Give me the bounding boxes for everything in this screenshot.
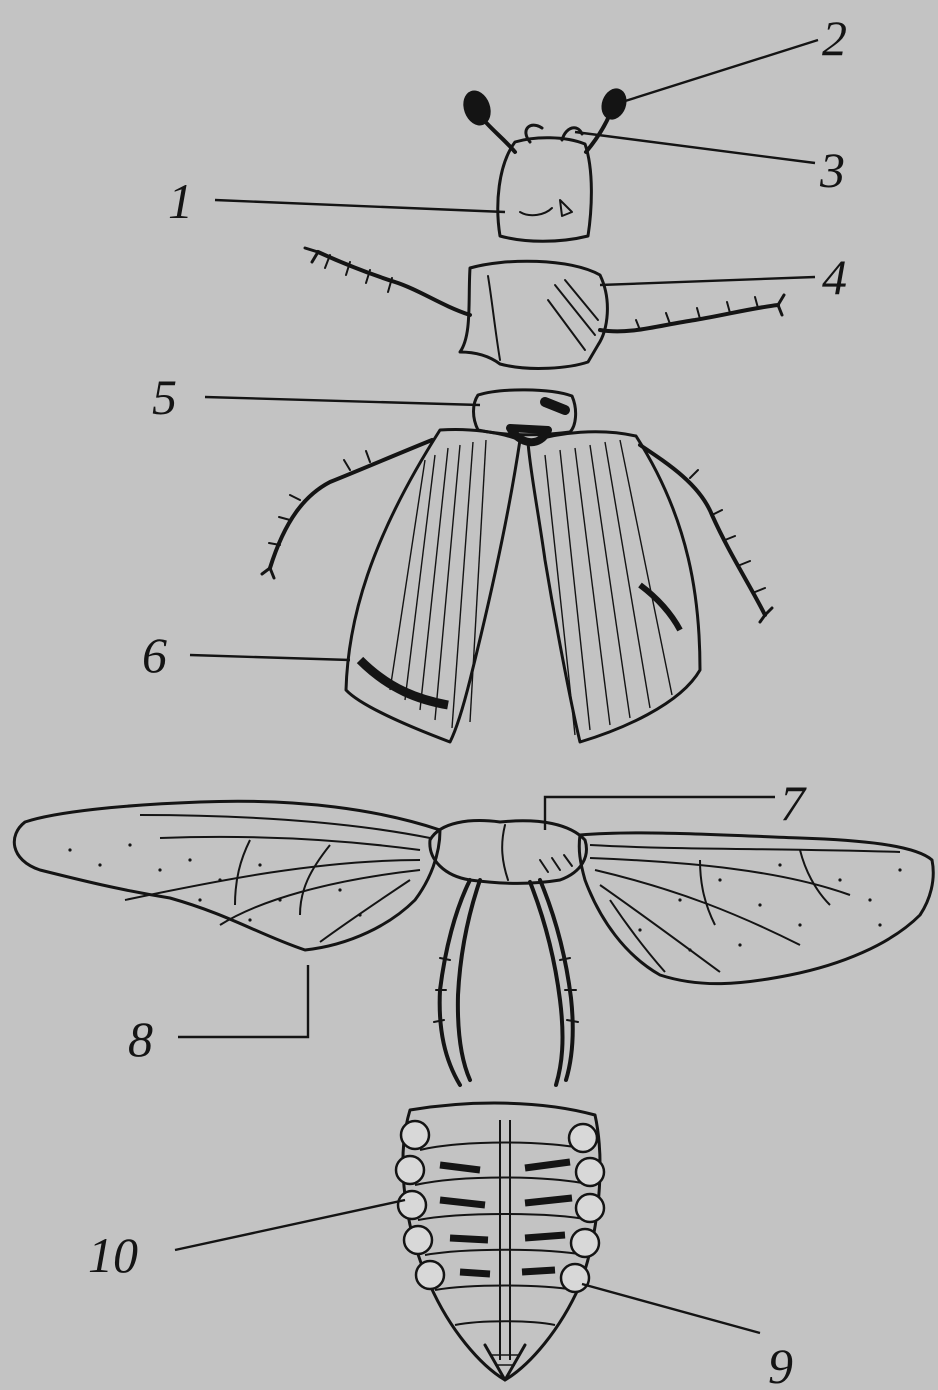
beetle-head	[459, 85, 631, 241]
leader-9	[582, 1284, 760, 1333]
callout-9: 9	[768, 1338, 793, 1390]
beetle-abdomen	[396, 1103, 604, 1380]
callout-2: 2	[822, 10, 847, 66]
leader-10	[175, 1200, 405, 1250]
callout-3: 3	[819, 142, 845, 198]
leader-6	[190, 655, 350, 660]
callout-6: 6	[142, 627, 167, 683]
leader-1	[215, 200, 505, 212]
leader-4	[600, 277, 815, 285]
leader-lines	[175, 40, 818, 1333]
callout-7: 7	[780, 775, 807, 831]
leader-3	[575, 132, 815, 163]
leader-2	[622, 40, 818, 102]
leader-8	[178, 965, 308, 1037]
antennae	[459, 85, 631, 152]
callout-8: 8	[128, 1011, 153, 1067]
beetle-metathorax	[430, 821, 587, 1085]
callout-10: 10	[88, 1227, 138, 1283]
leader-7	[545, 797, 775, 830]
callout-numbers: 1 2 3 4 5 6 7 8 9 10	[88, 10, 847, 1390]
callout-1: 1	[168, 173, 193, 229]
callout-5: 5	[152, 369, 177, 425]
callout-4: 4	[822, 249, 847, 305]
leader-5	[205, 397, 480, 405]
beetle-elytra	[262, 429, 772, 742]
beetle-prothorax	[305, 248, 784, 368]
